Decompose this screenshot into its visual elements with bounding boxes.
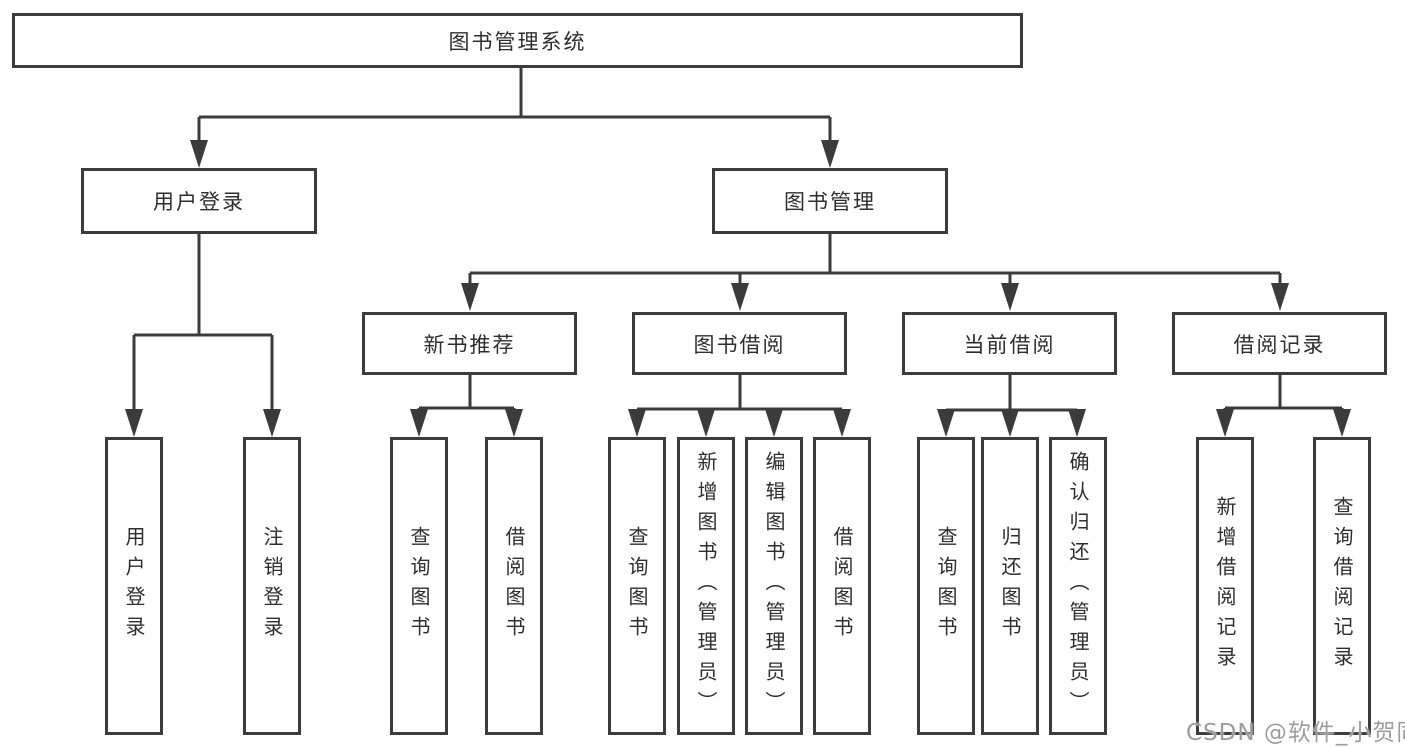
leaf-br-query-record: 查询借阅记录 (1313, 437, 1371, 735)
csdn-watermark: CSDN @软件_小贺同学 (1186, 720, 1405, 746)
connector-root-to-level2 (197, 68, 832, 145)
leaf-cb-return-books: 归还图书 (981, 437, 1039, 735)
leaf-bb-edit-books-admin: 编辑图书（管理员） (745, 437, 803, 735)
node-book-borrowing: 图书借阅 (632, 312, 847, 375)
node-user-login: 用户登录 (81, 168, 317, 234)
leaf-bb-borrow-books: 借阅图书 (813, 437, 871, 735)
connector-borrowing-records-to-leaves (1223, 375, 1344, 412)
leaf-cb-confirm-return-admin: 确认归还（管理员） (1049, 437, 1107, 735)
leaf-user-login: 用户登录 (105, 437, 163, 735)
node-borrowing-records: 借阅记录 (1172, 312, 1387, 375)
leaf-nb-query-books: 查询图书 (390, 437, 448, 735)
node-root-system: 图书管理系统 (12, 13, 1023, 68)
leaf-bb-query-books: 查询图书 (608, 437, 666, 735)
node-new-book-recommend: 新书推荐 (362, 312, 577, 375)
leaf-cb-query-books: 查询图书 (917, 437, 975, 735)
leaf-br-add-record: 新增借阅记录 (1196, 437, 1254, 735)
node-book-management: 图书管理 (712, 168, 948, 234)
node-current-borrowing: 当前借阅 (902, 312, 1117, 375)
leaf-nb-borrow-books: 借阅图书 (485, 437, 543, 735)
leaf-logout-login: 注销登录 (243, 437, 301, 735)
connector-user-login-to-leaves (132, 234, 274, 414)
leaf-bb-add-books-admin: 新增图书（管理员） (677, 437, 735, 735)
connector-new-book-recommend-to-leaves (417, 375, 516, 412)
connector-current-borrowing-to-leaves (944, 375, 1079, 412)
connector-book-borrowing-to-leaves (635, 375, 844, 412)
arrowheads (125, 140, 1351, 437)
connector-book-management-to-level3 (468, 233, 1282, 287)
